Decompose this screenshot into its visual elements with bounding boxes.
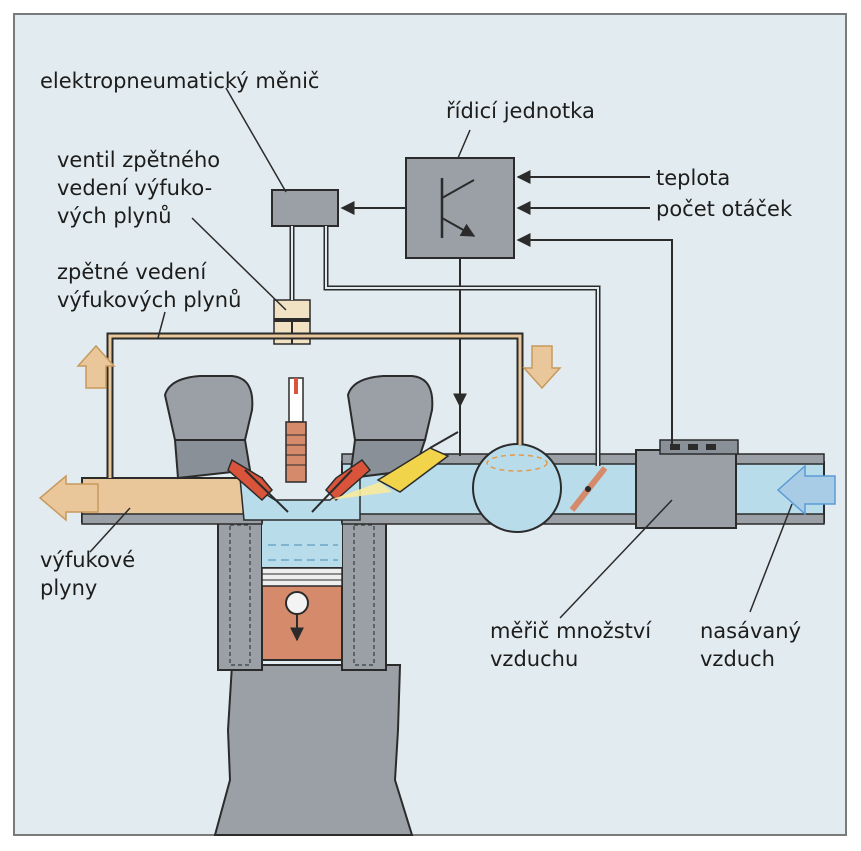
exhaust-out-arrow <box>38 474 99 522</box>
label-egr-line-line2: výfukových plynů <box>57 288 241 312</box>
diagram-background <box>13 13 847 836</box>
label-electropneumatic-converter: elektropneumatický měnič <box>40 69 319 93</box>
label-egr-valve-line3: vých plynů <box>57 204 172 228</box>
label-egr-line-line1: zpětné vedení <box>57 260 207 284</box>
egr-flow-down-arrow <box>522 345 562 390</box>
fuel-injector <box>376 447 450 493</box>
label-intake-air-line1: nasávaný <box>700 619 801 643</box>
label-egr-valve-line2: vedení výfuko- <box>57 176 212 200</box>
intake-camshaft <box>346 375 434 441</box>
label-control-unit: řídicí jednotka <box>446 99 595 123</box>
exhaust-camshaft <box>163 375 254 441</box>
intake-air-arrow <box>776 464 836 516</box>
label-rpm: počet otáček <box>656 197 793 221</box>
label-temperature: teplota <box>656 166 730 190</box>
label-egr-valve-line1: ventil zpětného <box>57 148 220 172</box>
cylinder-wall-right <box>341 519 387 671</box>
label-airflow-meter-line2: vzduchu <box>490 647 578 671</box>
engine-block <box>213 664 414 836</box>
label-exhaust-line1: výfukové <box>40 548 135 572</box>
label-exhaust-line2: plyny <box>40 576 97 600</box>
egr-flow-up-arrow <box>76 344 116 389</box>
piston-pin <box>285 591 309 615</box>
control-unit <box>405 157 515 259</box>
label-airflow-meter-line1: měřič množství <box>490 619 652 643</box>
intake-valve <box>324 458 372 502</box>
label-intake-air-line2: vzduch <box>700 647 775 671</box>
air-flow-meter <box>635 449 737 529</box>
cylinder-wall-left <box>217 519 263 671</box>
throttle-housing <box>472 443 562 533</box>
exhaust-valve <box>227 458 274 502</box>
electropneumatic-converter <box>271 189 339 227</box>
